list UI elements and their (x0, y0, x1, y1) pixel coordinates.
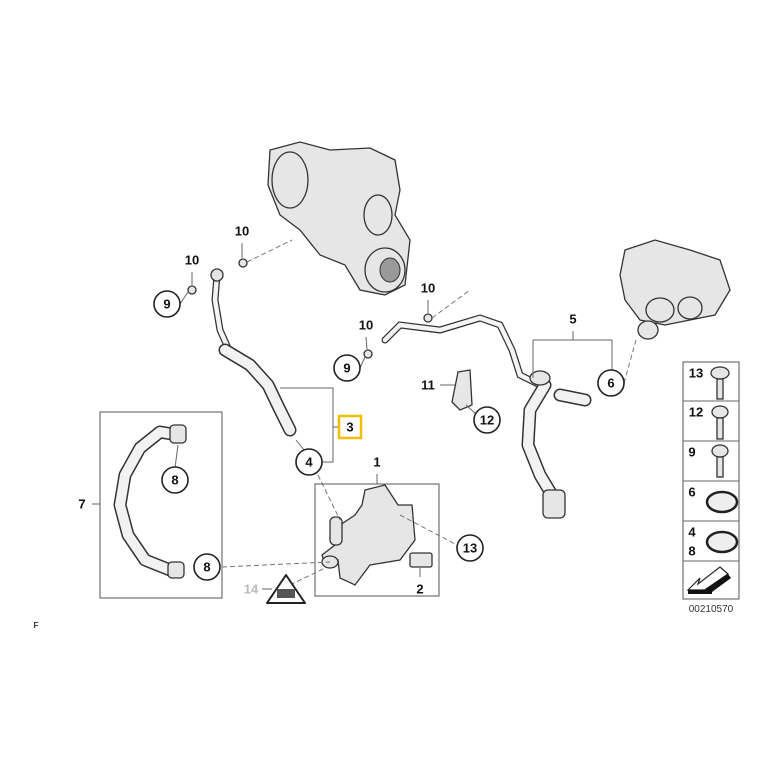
callout-10[interactable]: 10 (235, 224, 249, 239)
coolant-pipe-5[interactable] (381, 314, 592, 519)
svg-text:10: 10 (421, 281, 435, 296)
callout-3-highlighted[interactable]: 3 (337, 414, 363, 440)
svg-text:7: 7 (78, 497, 85, 512)
callout-11[interactable]: 11 (421, 378, 435, 393)
svg-text:8: 8 (688, 544, 695, 559)
callout-13[interactable]: 13 (456, 534, 484, 562)
callout-14[interactable]: 14 (244, 582, 259, 597)
fastener-legend: 13 12 9 6 4 8 (682, 361, 740, 600)
svg-text:9: 9 (688, 445, 695, 460)
callout-12[interactable]: 12 (473, 406, 501, 434)
callout-2[interactable]: 2 (416, 582, 423, 597)
legend-item-9[interactable]: 9 (688, 444, 729, 478)
bracket-11[interactable] (451, 369, 473, 411)
callout-8[interactable]: 8 (161, 466, 189, 494)
connector-2[interactable] (409, 552, 433, 568)
svg-text:10: 10 (359, 318, 373, 333)
auxiliary-water-pump-1[interactable] (321, 484, 416, 586)
coolant-hose-7[interactable] (113, 424, 187, 579)
callout-6[interactable]: 6 (597, 369, 625, 397)
svg-text:2: 2 (416, 582, 423, 597)
washer-10[interactable] (187, 285, 197, 295)
warning-label-14[interactable] (266, 574, 306, 604)
callout-10[interactable]: 10 (359, 318, 373, 333)
svg-text:12: 12 (689, 405, 703, 420)
callout-5[interactable]: 5 (569, 312, 576, 327)
svg-text:6: 6 (607, 376, 614, 391)
callout-9[interactable]: 9 (333, 354, 361, 382)
svg-text:6: 6 (688, 485, 695, 500)
callout-8[interactable]: 8 (193, 553, 221, 581)
coolant-hose-3[interactable] (210, 268, 297, 437)
svg-text:10: 10 (185, 253, 199, 268)
washer-10[interactable] (238, 258, 248, 268)
svg-text:5: 5 (569, 312, 576, 327)
svg-text:11: 11 (421, 378, 435, 393)
corner-mark: F (34, 621, 39, 630)
svg-text:9: 9 (163, 297, 170, 312)
callout-4[interactable]: 4 (295, 448, 323, 476)
legend-item-12[interactable]: 12 (689, 405, 729, 440)
svg-text:9: 9 (343, 361, 350, 376)
svg-text:1: 1 (373, 455, 380, 470)
svg-text:12: 12 (480, 413, 494, 428)
callout-10[interactable]: 10 (421, 281, 435, 296)
arrow-icon (686, 566, 731, 594)
legend-item-4-8[interactable]: 4 8 (688, 525, 739, 559)
diagram-number: 00210570 (689, 604, 734, 615)
svg-text:10: 10 (235, 224, 249, 239)
svg-text:3: 3 (346, 420, 353, 435)
callout-1[interactable]: 1 (373, 455, 380, 470)
turbocharger-part[interactable] (267, 141, 411, 296)
svg-text:8: 8 (171, 473, 178, 488)
legend-item-6[interactable]: 6 (688, 485, 739, 514)
svg-text:8: 8 (203, 560, 210, 575)
svg-text:4: 4 (305, 455, 313, 470)
washer-10[interactable] (363, 349, 373, 359)
svg-text:13: 13 (463, 541, 477, 556)
svg-text:14: 14 (244, 582, 259, 597)
svg-text:4: 4 (688, 525, 696, 540)
callout-10[interactable]: 10 (185, 253, 199, 268)
thermostat-housing-part[interactable] (619, 239, 731, 340)
legend-item-13[interactable]: 13 (689, 366, 730, 400)
washer-10[interactable] (423, 313, 433, 323)
svg-text:13: 13 (689, 366, 703, 381)
callout-9[interactable]: 9 (153, 290, 181, 318)
callout-7[interactable]: 7 (78, 497, 85, 512)
